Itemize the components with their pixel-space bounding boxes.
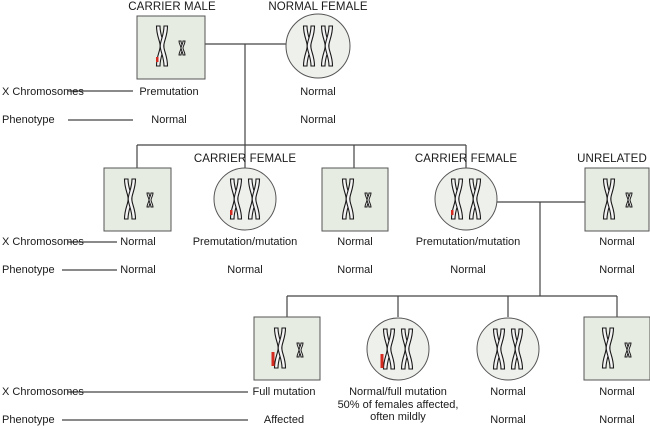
carrier-male-symbol <box>136 15 206 80</box>
normal-female-symbol <box>285 13 351 79</box>
gen2-carrier-daughter-1-symbol <box>213 167 277 231</box>
gen2-carrier-daughter-2-x-chromosomes: Premutation/mutation <box>415 236 521 248</box>
gen2-carrier-daughter-2-symbol <box>434 167 498 231</box>
carrier-male-title: CARRIER MALE <box>128 1 216 13</box>
row-label-phenotype-gen1: Phenotype <box>2 114 55 126</box>
gen2-carrier-daughter-1-phenotype: Normal <box>227 264 263 276</box>
gen3-normal-son-x-chromosomes: Normal <box>599 386 635 398</box>
gen3-normal-daughter-x-chromosomes: Normal <box>490 386 526 398</box>
gen2-carrier-daughter-1-title: CARRIER FEMALE <box>193 153 297 165</box>
gen3-daughter-full-mutation-symbol <box>366 317 430 381</box>
gen3-normal-daughter-symbol <box>476 317 540 381</box>
pedigree-lines <box>62 43 618 421</box>
carrier-male-x-chromosomes: Premutation <box>139 86 199 98</box>
gen3-daughter-phenotype: 50% of females affected, often mildly <box>337 399 459 423</box>
gen2-carrier-daughter-1-x-chromosomes: Premutation/mutation <box>192 236 298 248</box>
carrier-male-phenotype: Normal <box>151 114 187 126</box>
normal-female-x-chromosomes: Normal <box>300 86 336 98</box>
gen3-normal-son-symbol <box>583 316 650 381</box>
gen2-son-1-symbol <box>103 167 172 232</box>
gen3-affected-son-symbol <box>253 316 321 381</box>
mutation-mark <box>380 354 384 368</box>
gen3-normal-son-phenotype: Normal <box>599 414 635 426</box>
gen2-carrier-daughter-2-phenotype: Normal <box>450 264 486 276</box>
mutation-mark <box>451 210 454 215</box>
gen2-unrelated-x-chromosomes: Normal <box>599 236 635 248</box>
gen2-son-2-symbol <box>321 167 389 232</box>
mutation-mark <box>271 352 275 366</box>
mutation-mark <box>230 210 233 215</box>
gen2-son-1-x-chromosomes: Normal <box>120 236 156 248</box>
gen2-unrelated-phenotype: Normal <box>599 264 635 276</box>
row-label-x-chromosomes-gen1: X Chromosomes <box>2 86 84 98</box>
row-label-phenotype-gen3: Phenotype <box>2 414 55 426</box>
gen3-affected-son-phenotype: Affected <box>263 414 305 426</box>
gen2-unrelated-male-symbol <box>584 167 650 232</box>
gen3-normal-daughter-phenotype: Normal <box>490 414 526 426</box>
gen2-son-2-phenotype: Normal <box>337 264 373 276</box>
row-label-phenotype-gen2: Phenotype <box>2 264 55 276</box>
gen3-daughter-x-chromosomes: Normal/full mutation <box>349 386 447 398</box>
normal-female-title: NORMAL FEMALE <box>268 1 368 13</box>
gen2-son-1-phenotype: Normal <box>120 264 156 276</box>
mutation-mark <box>156 57 159 62</box>
normal-female-phenotype: Normal <box>300 114 336 126</box>
gen2-carrier-daughter-2-title: CARRIER FEMALE <box>414 153 518 165</box>
gen3-affected-son-x-chromosomes: Full mutation <box>252 386 316 398</box>
row-label-x-chromosomes-gen2: X Chromosomes <box>2 236 84 248</box>
gen2-unrelated-title: UNRELATED <box>577 153 647 165</box>
gen2-son-2-x-chromosomes: Normal <box>337 236 373 248</box>
row-label-x-chromosomes-gen3: X Chromosomes <box>2 386 84 398</box>
